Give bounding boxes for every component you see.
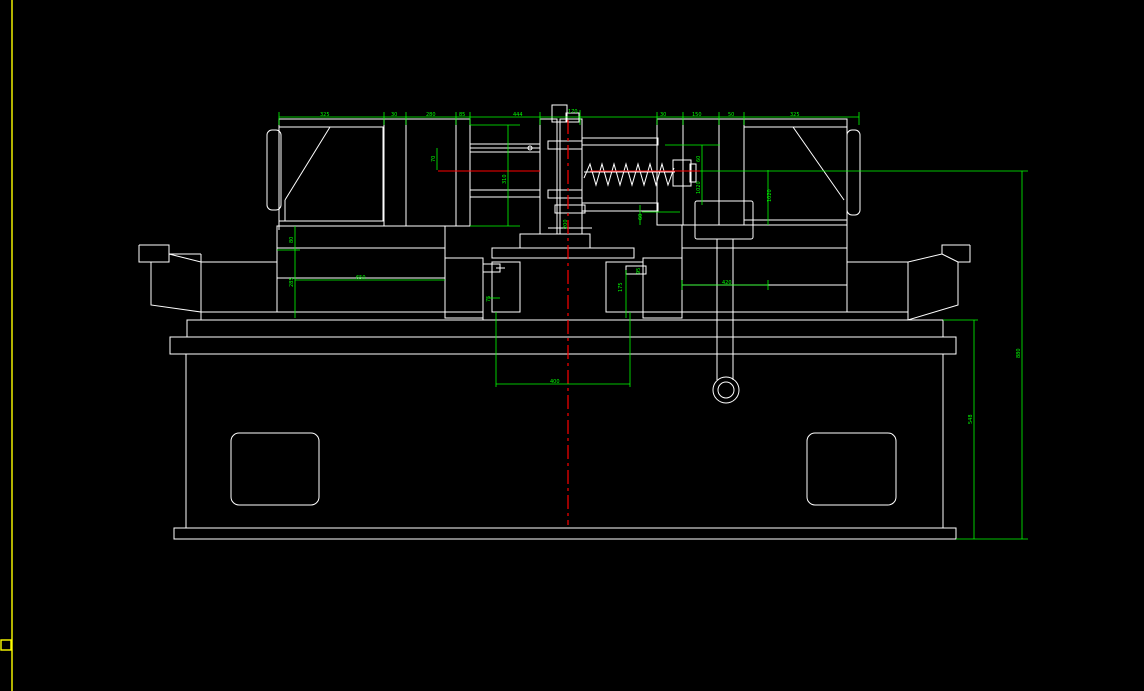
dim-top-2: 30	[391, 112, 397, 118]
dim-top-6: 170	[568, 109, 578, 115]
dim-v-right-3: 60	[638, 214, 644, 220]
dim-top-4: 85	[459, 112, 465, 118]
dim-v-right-1: 60	[696, 156, 702, 162]
dim-top-3: 280	[426, 112, 436, 118]
dimension-lines	[277, 110, 1028, 540]
dim-base-height: 548	[968, 414, 974, 424]
dim-top-7: 30	[660, 112, 666, 118]
drawing-frame	[0, 0, 13, 691]
dim-h-center: 400	[550, 379, 560, 385]
center-assembly	[491, 104, 635, 259]
center-line	[438, 120, 700, 525]
dimension-labels: 325 30 280 85 444 170 30 150 50 325 70 3…	[289, 109, 1022, 424]
dim-right-small-1: 175	[618, 282, 624, 292]
dim-v-left-1: 70	[431, 156, 437, 162]
dim-overall-height: 880	[1016, 348, 1022, 358]
dim-top-9: 50	[728, 112, 734, 118]
machine-base	[169, 319, 957, 540]
right-side-assembly	[581, 118, 971, 404]
dim-v-left-4: 285	[289, 277, 295, 287]
dim-top-5: 444	[513, 112, 523, 118]
dim-v-left-3: 80	[289, 237, 295, 243]
dim-top-8: 150	[692, 112, 702, 118]
dim-center-small: 200	[563, 219, 569, 229]
dim-top-1: 325	[320, 112, 330, 118]
dim-v-right-2: 1020	[696, 181, 702, 194]
dim-v-left-2: 310	[502, 174, 508, 184]
dim-right-small-2: 95	[636, 268, 642, 274]
dim-left-small: 75	[486, 296, 492, 302]
left-side-assembly	[138, 118, 541, 320]
dim-top-10: 325	[790, 112, 800, 118]
dim-right-mid: 1020	[767, 189, 773, 202]
dim-h-left-bottom: 650	[356, 275, 366, 281]
dim-h-right: 420	[722, 280, 732, 286]
